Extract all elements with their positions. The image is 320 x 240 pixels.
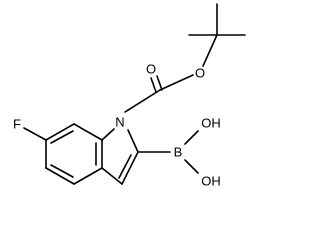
atom-fluorine: F xyxy=(13,117,21,132)
bond-lines xyxy=(23,3,246,185)
atom-carbonyl-oxygen: O xyxy=(146,62,156,77)
atom-labels: N O O F B OH OH xyxy=(13,62,221,189)
atom-boron: B xyxy=(174,145,183,160)
molecule-diagram: N O O F B OH OH xyxy=(13,3,246,189)
bond-c3-c3a xyxy=(101,167,123,185)
bond-oxygen-carbonyl-carbon xyxy=(159,74,194,91)
atom-ester-oxygen: O xyxy=(195,66,205,81)
atom-hydroxyl-top: OH xyxy=(201,116,221,131)
bond-n1-c2 xyxy=(127,129,139,153)
bond-n1-c7a xyxy=(101,128,115,141)
atom-nitrogen: N xyxy=(115,115,124,130)
atom-hydroxyl-bottom: OH xyxy=(201,174,221,189)
bond-c2-c3 xyxy=(121,151,139,185)
bond-carbonyl-double-a xyxy=(156,75,163,91)
bond-c4-c5 xyxy=(45,167,75,185)
bond-c4-c5-inner xyxy=(50,164,74,178)
bond-c7-c7a xyxy=(73,123,103,141)
bond-boron-oh-bottom xyxy=(184,159,199,174)
bond-carbonyl-nitrogen xyxy=(124,89,161,113)
bond-c6-c7-inner xyxy=(50,130,74,144)
bond-tbutyl-oxygen xyxy=(202,34,218,67)
bond-c6-fluorine xyxy=(23,127,47,141)
bond-c2-c3-inner xyxy=(118,154,132,179)
bond-c3a-c4 xyxy=(73,167,103,185)
bond-c6-c7 xyxy=(45,123,75,141)
bond-carbonyl-double-b xyxy=(150,77,157,93)
bond-boron-oh-top xyxy=(184,130,199,145)
